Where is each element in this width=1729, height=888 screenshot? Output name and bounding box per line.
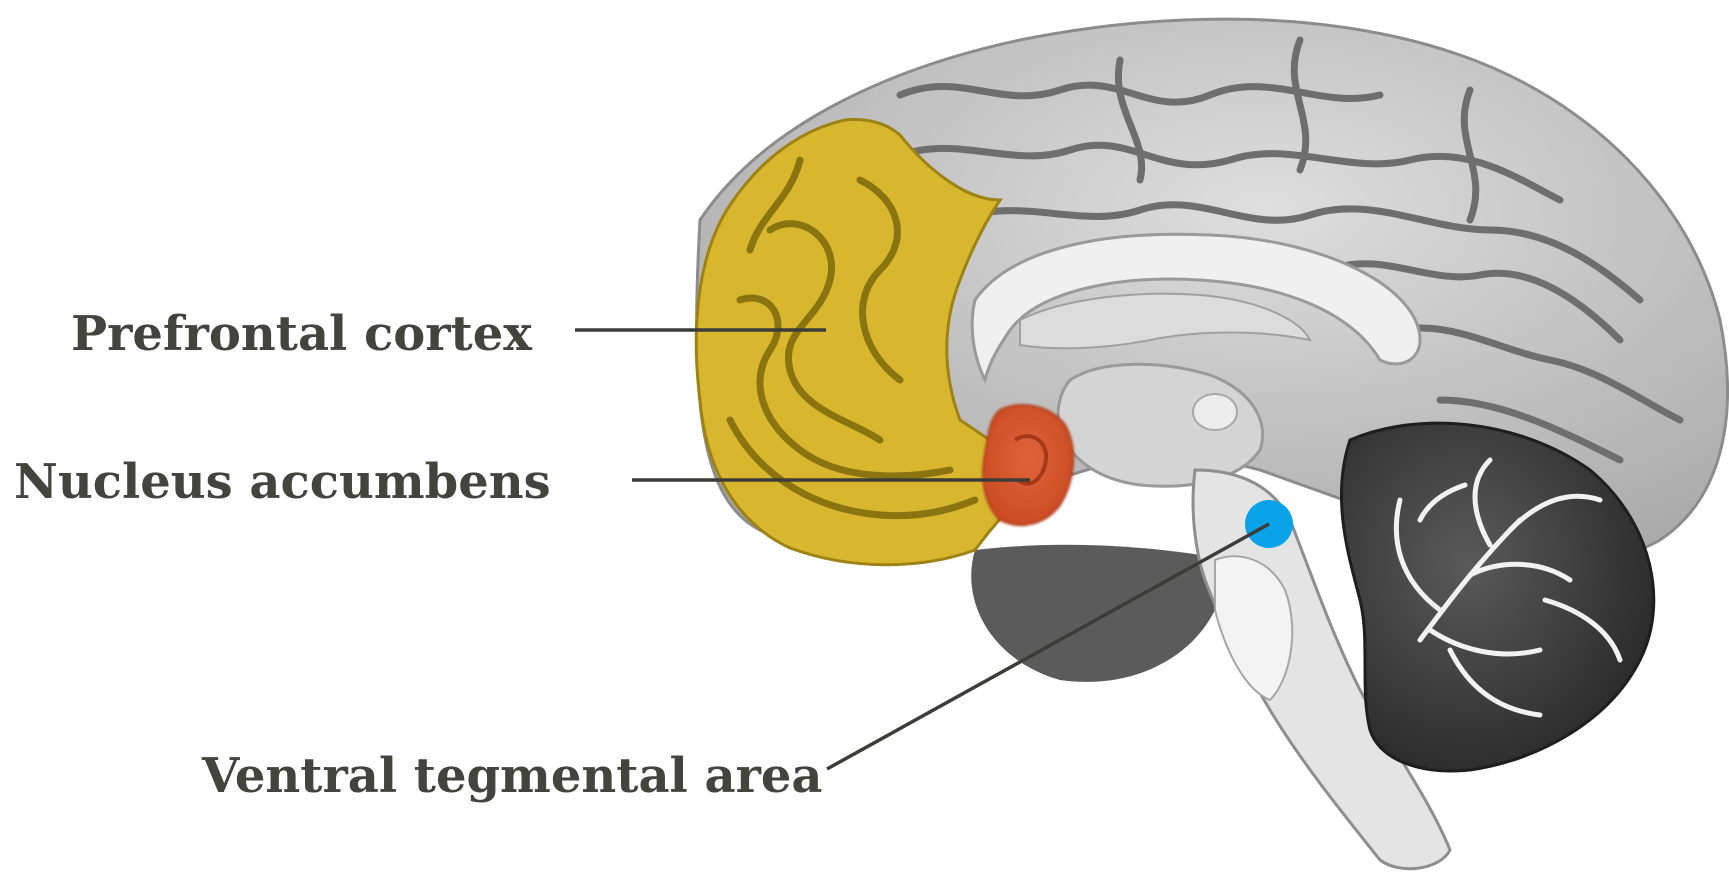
nucleus-accumbens-label: Nucleus accumbens	[14, 454, 551, 510]
prefrontal-cortex-label: Prefrontal cortex	[71, 306, 532, 362]
brain-icon	[696, 19, 1727, 869]
ventral-tegmental-area-label: Ventral tegmental area	[201, 748, 823, 804]
nucleus-accumbens-region	[983, 405, 1073, 525]
thalamus-nucleus	[1193, 394, 1237, 430]
